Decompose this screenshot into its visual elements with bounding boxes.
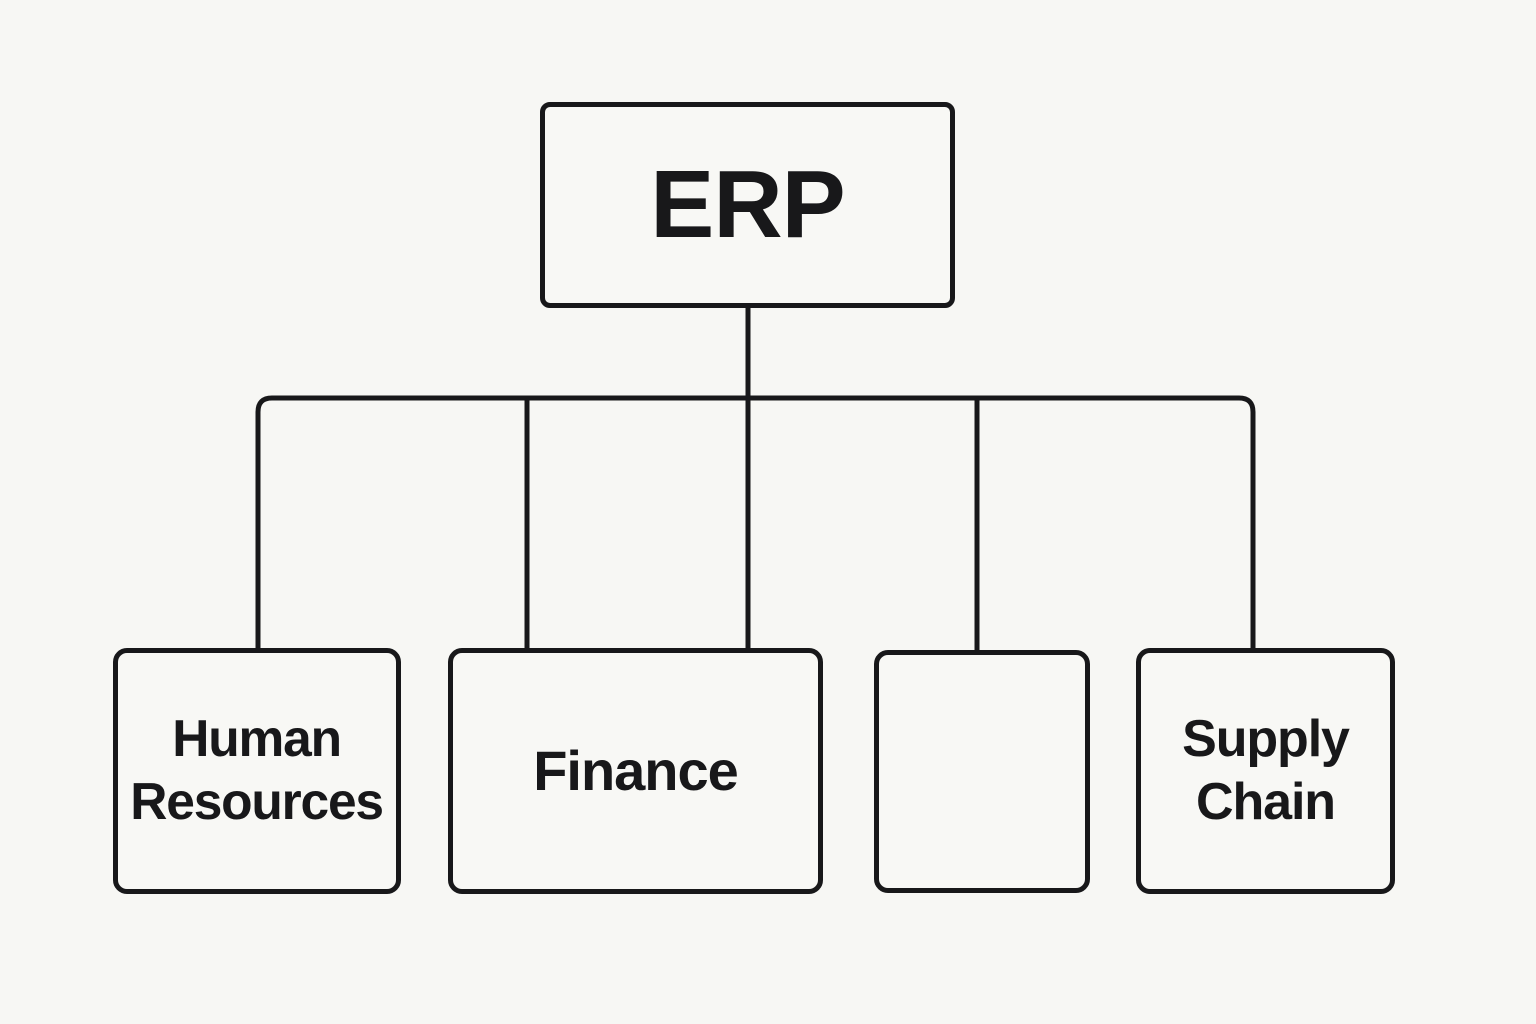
node-blank[interactable]: [874, 650, 1090, 893]
node-supply-chain[interactable]: Supply Chain: [1136, 648, 1395, 894]
node-human-resources[interactable]: Human Resources: [113, 648, 401, 894]
node-erp-label: ERP: [650, 151, 845, 259]
node-finance-label: Finance: [533, 738, 739, 802]
node-finance[interactable]: Finance: [448, 648, 823, 894]
node-supply-chain-label: Supply Chain: [1182, 709, 1350, 831]
node-human-resources-label: Human Resources: [130, 709, 385, 831]
connector-bus-bar: [255, 395, 1256, 650]
node-erp[interactable]: ERP: [540, 102, 955, 308]
